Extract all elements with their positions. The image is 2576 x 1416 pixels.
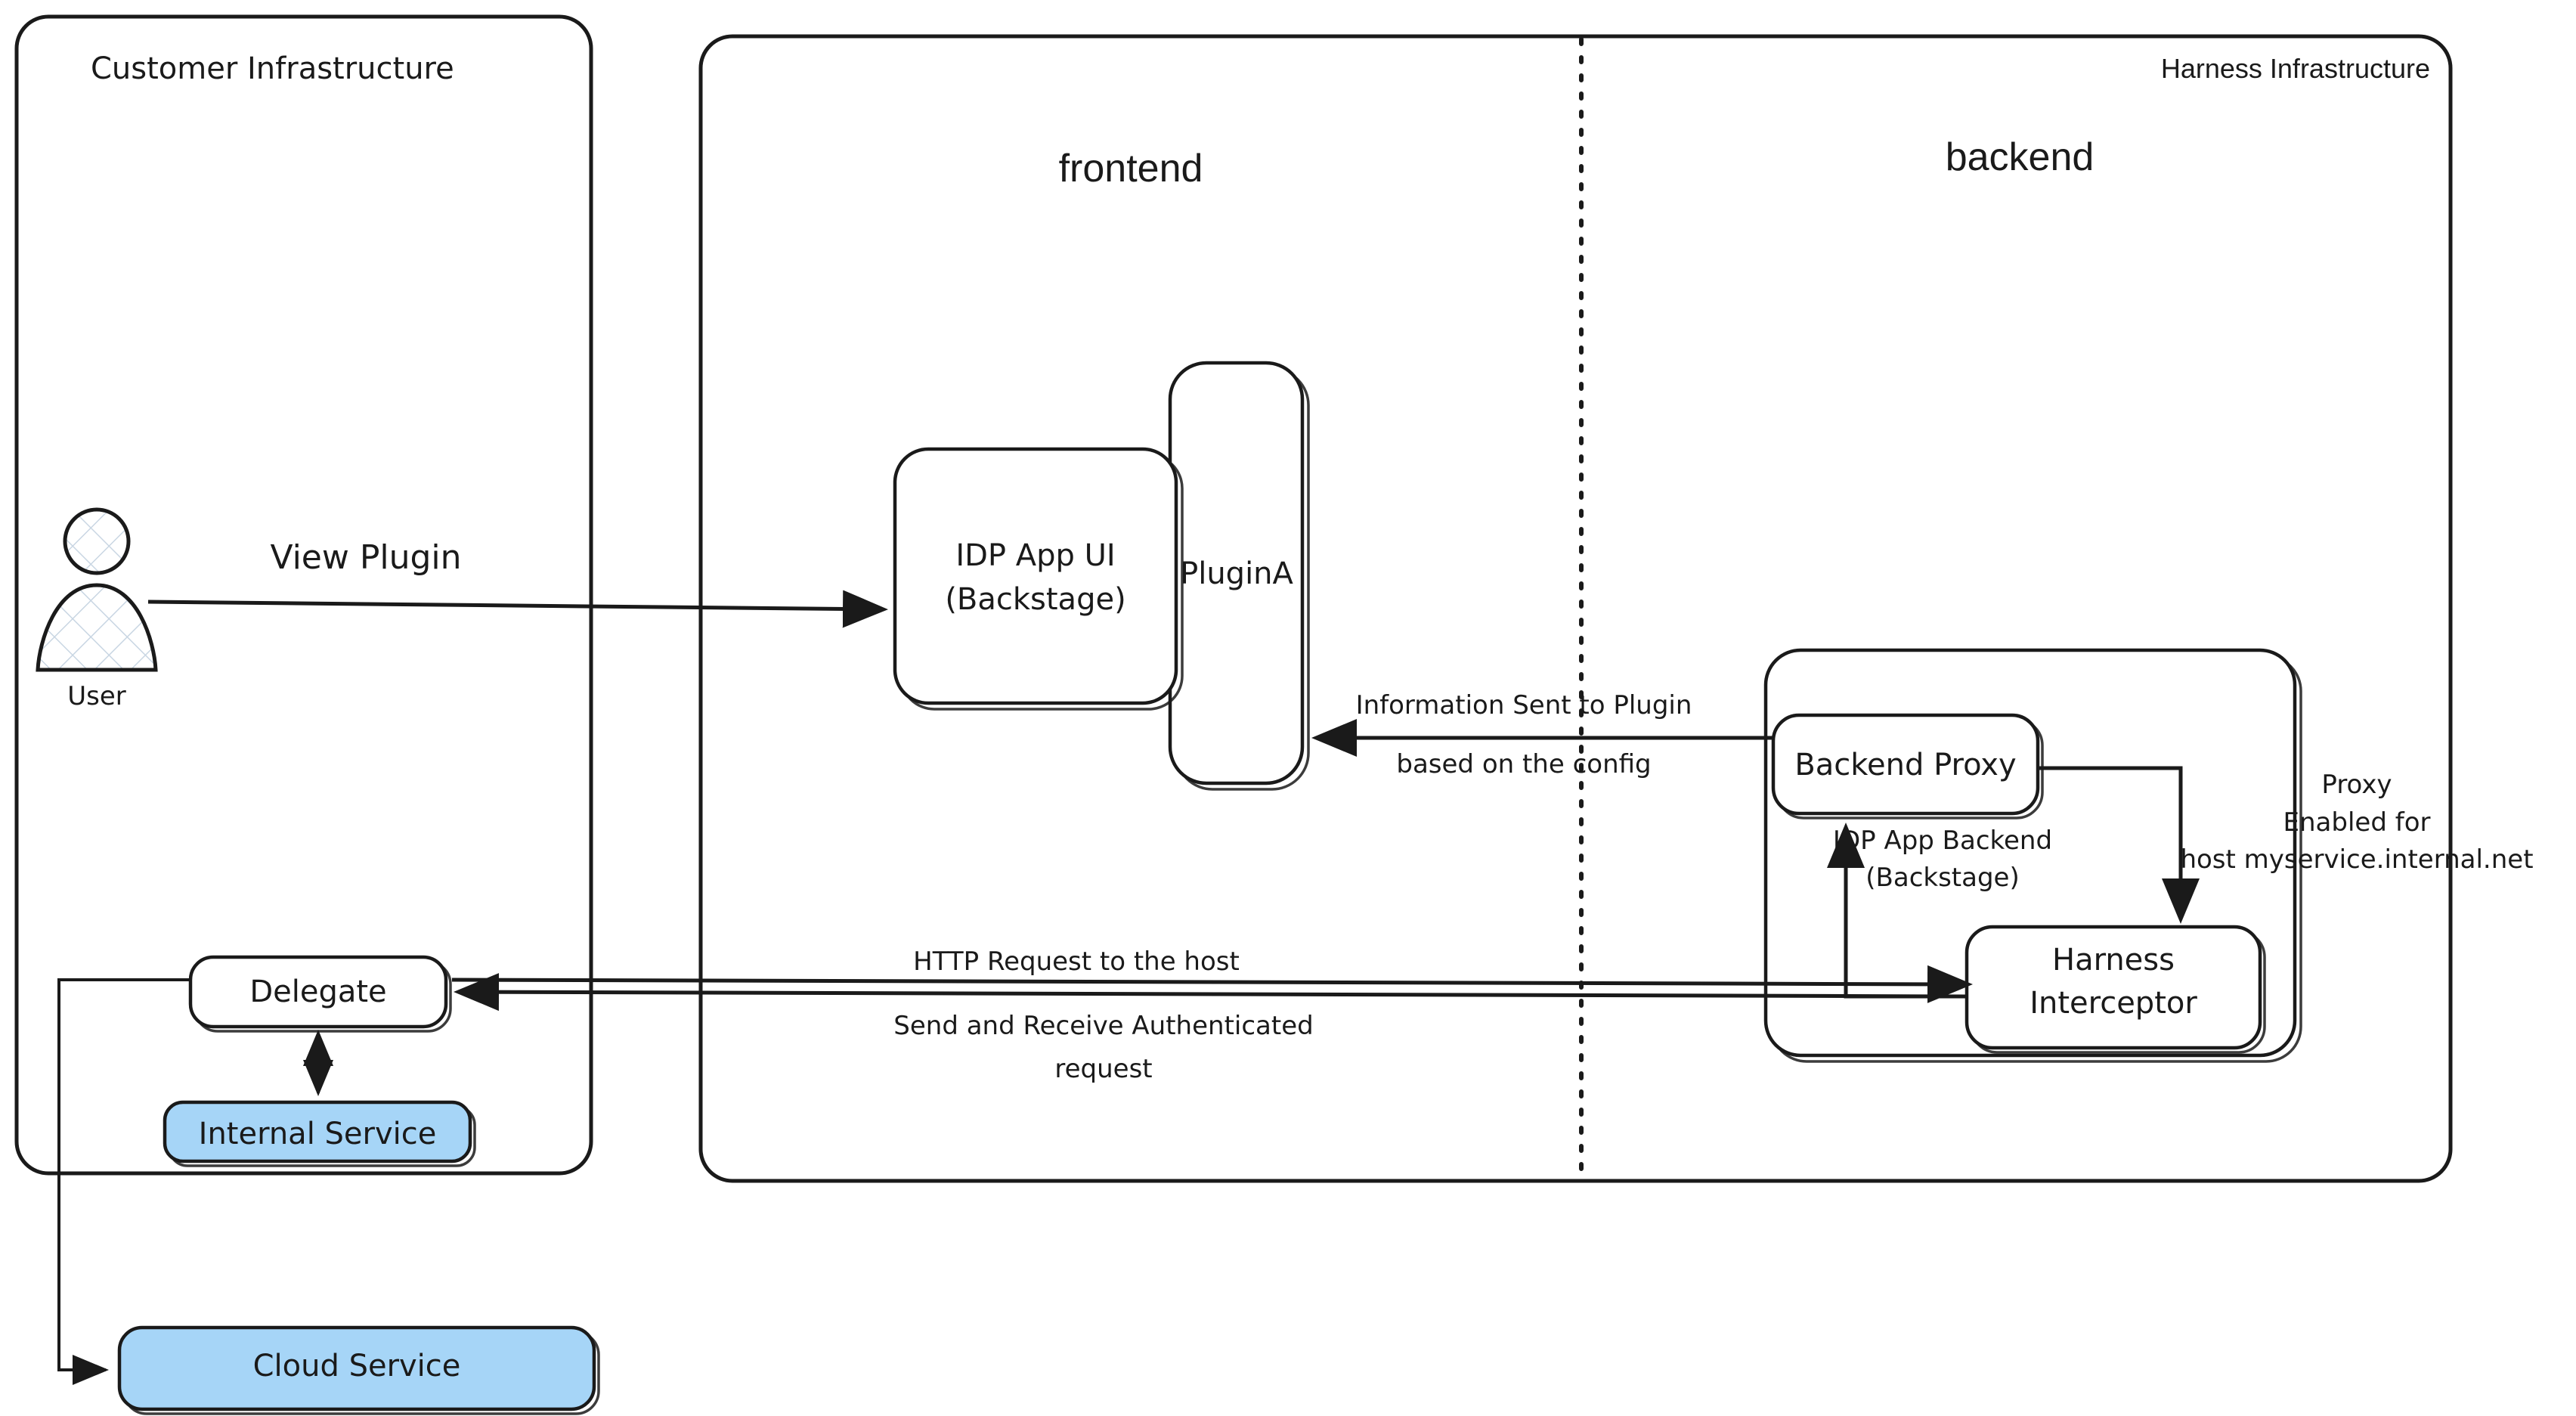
delegate-node[interactable]: Delegate [188,955,452,1033]
harness-interceptor-node[interactable]: Harness Interceptor [1965,925,2266,1054]
proxy-note-line1: Proxy [2321,770,2392,800]
cloud-service-node[interactable]: Cloud Service [117,1325,600,1415]
information-sent-label-line2: based on the config [1396,749,1651,779]
edge-information-sent-to-plugin: Information Sent to Plugin based on the … [1311,690,1773,779]
view-plugin-label: View Plugin [270,538,461,577]
edge-delegate-to-cloud-service [57,978,190,1385]
idp-app-ui-label-line2: (Backstage) [945,582,1125,617]
idp-app-ui-label-line1: IDP App UI [955,538,1115,573]
proxy-enabled-note: Proxy Enabled for host myservice.interna… [2180,770,2533,875]
http-request-label: HTTP Request to the host [913,947,1240,977]
harness-infrastructure-label: Harness Infrastructure [2161,53,2430,84]
plugin-a-node[interactable]: PluginA [1168,361,1310,791]
proxy-note-line2: Enabled for [2283,807,2431,838]
idp-app-backend-label-line1: IDP App Backend [1833,826,2052,856]
edge-proxy-to-interceptor [2038,766,2200,924]
proxy-note-line3: host myservice.internal.net [2180,844,2533,875]
edge-interceptor-to-delegate: HTTP Request to the host Send and Receiv… [451,947,1973,1084]
send-receive-label-line2: request [1054,1054,1152,1084]
frontend-zone-label: frontend [1059,147,1203,191]
idp-app-backend-label-line2: (Backstage) [1865,863,2019,893]
user-label: User [67,681,126,711]
delegate-label: Delegate [249,974,386,1009]
user-actor: User [36,507,158,711]
send-receive-label-line1: Send and Receive Authenticated [893,1011,1313,1041]
edge-view-plugin: View Plugin [147,538,888,628]
customer-infrastructure-label: Customer Infrastructure [91,51,454,86]
harness-interceptor-label-line1: Harness [2052,943,2175,978]
internal-service-label: Internal Service [199,1117,437,1151]
information-sent-label-line1: Information Sent to Plugin [1356,690,1692,720]
customer-infrastructure-zone: Customer Infrastructure [14,14,593,1176]
idp-app-ui-node[interactable]: IDP App UI (Backstage) [893,447,1184,711]
user-actor-icon [36,507,158,672]
backend-proxy-label: Backend Proxy [1794,748,2016,782]
backend-proxy-node[interactable]: Backend Proxy [1771,713,2044,820]
internal-service-node[interactable]: Internal Service [163,1100,476,1167]
plugin-a-label: PluginA [1180,556,1293,591]
backend-zone-label: backend [1946,135,2095,179]
cloud-service-label: Cloud Service [253,1349,461,1383]
harness-interceptor-label-line2: Interceptor [2030,986,2197,1021]
